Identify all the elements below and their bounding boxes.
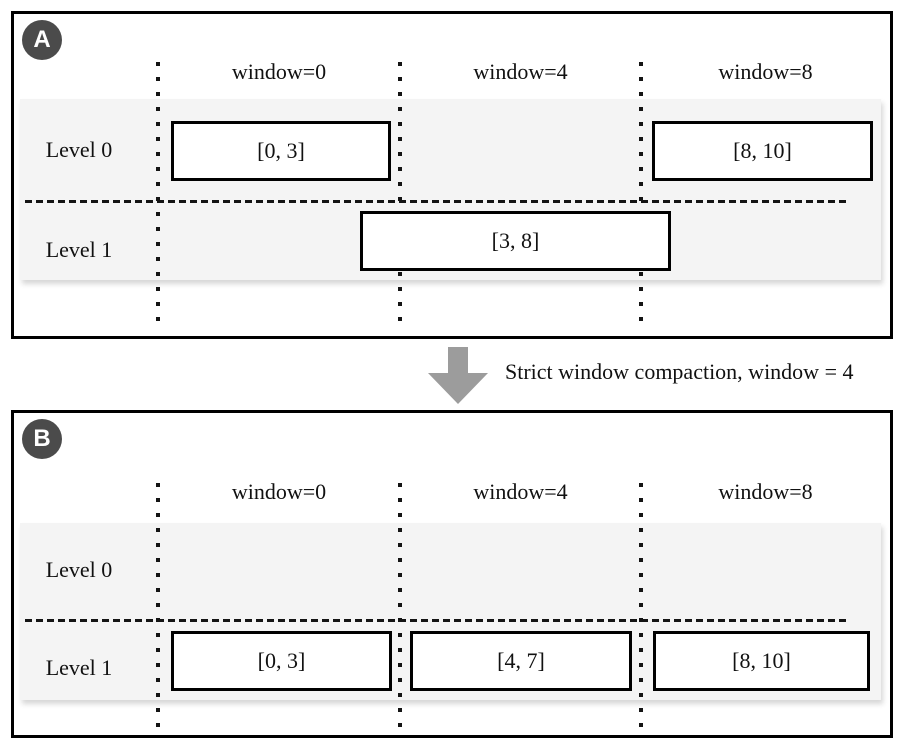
panel-a-badge: A [22,20,62,60]
window-divider-line-8 [639,62,643,322]
interval-box-0-3: [0, 3] [171,121,391,181]
window-divider-line-0 [156,62,160,322]
interval-box-8-10: [8, 10] [652,121,873,181]
transition-caption: Strict window compaction, window = 4 [505,359,854,384]
panel-b: B window=0 window=4 window=8 Level 0 Lev… [11,410,893,738]
arrow-down-shaft [448,347,468,373]
interval-box-4-7: [4, 7] [410,631,632,691]
window-label-0: window=0 [231,59,327,84]
level-divider-line [25,619,850,622]
window-divider-line-8 [639,483,643,737]
window-label-4: window=4 [473,479,568,504]
window-divider-line-4 [398,62,402,322]
interval-box-3-8: [3, 8] [360,211,671,271]
panel-b-badge: B [22,419,62,459]
panel-a: A window=0 window=4 window=8 Level 0 Lev… [11,11,893,339]
level-label-1: Level 1 [45,237,113,262]
window-label-8: window=8 [718,59,813,84]
level-divider-line [25,200,850,203]
interval-box-8-10: [8, 10] [653,631,870,691]
window-divider-line-4 [398,483,402,737]
window-divider-line-0 [156,483,160,737]
level-label-1: Level 1 [45,655,113,680]
window-label-0: window=0 [231,479,327,504]
window-label-4: window=4 [473,59,568,84]
transition: Strict window compaction, window = 4 [0,339,906,410]
level-label-0: Level 0 [45,557,113,582]
window-label-8: window=8 [718,479,813,504]
interval-box-0-3: [0, 3] [171,631,392,691]
arrow-down-head [428,373,488,404]
level-label-0: Level 0 [45,137,113,162]
